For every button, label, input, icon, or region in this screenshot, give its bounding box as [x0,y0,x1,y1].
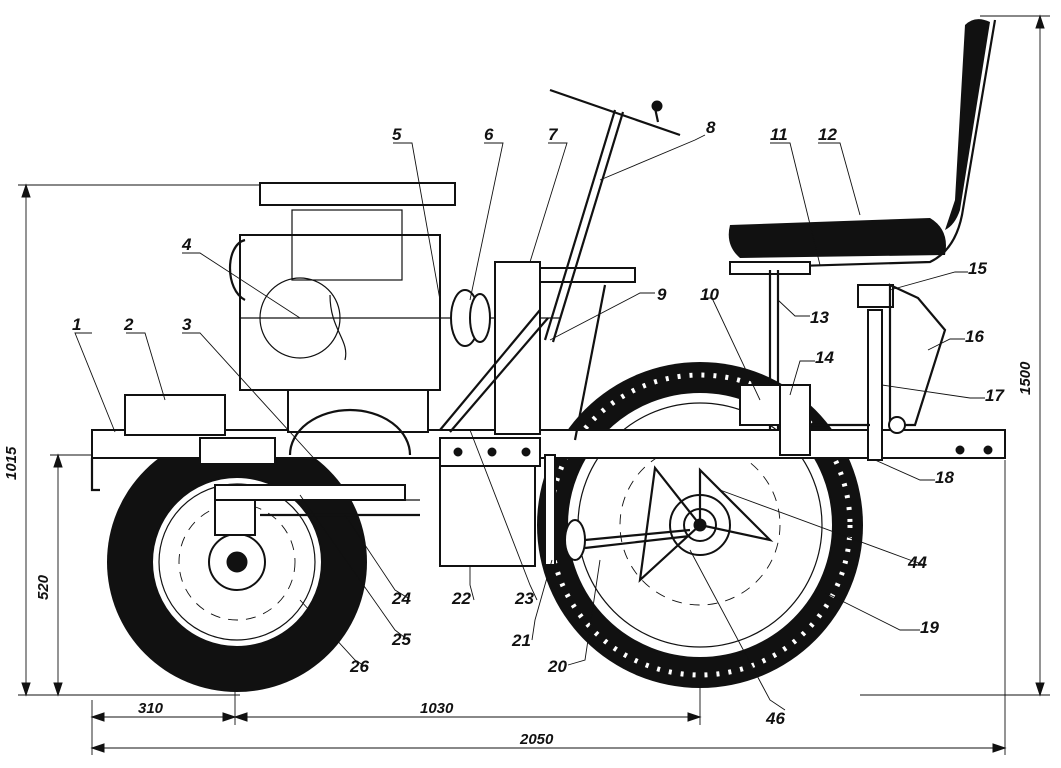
steering-column [543,88,681,441]
chain-drive [544,454,691,566]
engine [228,182,560,456]
callout-21: 21 [511,631,531,650]
callout-17: 17 [985,386,1005,405]
callout-11: 11 [770,125,788,144]
callout-15: 15 [968,259,987,278]
callout-7: 7 [548,125,559,144]
callout-8: 8 [706,118,716,137]
callout-1: 1 [72,315,81,334]
front-wheel [107,432,367,692]
callout-12: 12 [818,125,837,144]
dimension-labels: 1500 1015 520 310 1030 2050 [3,361,1034,748]
callout-22: 22 [451,589,471,608]
callout-44: 44 [907,553,927,572]
callout-23: 23 [514,589,534,608]
battery [124,394,226,436]
callout-16: 16 [965,327,984,346]
frame [90,429,1006,492]
dim-axle-height: 520 [35,574,52,600]
dimension-lines [18,14,1050,755]
callout-25: 25 [391,630,411,649]
callout-19: 19 [920,618,939,637]
transmission [214,261,636,567]
callout-4: 4 [181,235,192,254]
callout-14: 14 [815,348,834,367]
callout-5: 5 [392,125,402,144]
callout-9: 9 [657,285,667,304]
callout-18: 18 [935,468,954,487]
dim-overall-length: 2050 [519,731,554,748]
callout-3: 3 [182,315,192,334]
callout-10: 10 [700,285,719,304]
callout-13: 13 [810,308,829,327]
dim-wheelbase: 1030 [420,700,454,717]
dim-front-overhang: 310 [138,700,164,717]
callout-26: 26 [349,657,369,676]
rear-hitch [739,283,947,461]
callout-2: 2 [123,315,134,334]
callout-46: 46 [765,709,785,728]
callout-20: 20 [547,657,567,676]
dim-frame-height: 1015 [3,446,20,480]
dim-overall-height: 1500 [1017,361,1034,395]
leader-lines [74,134,985,711]
callout-24: 24 [391,589,411,608]
seat [728,19,997,430]
callout-labels: 1 2 3 4 5 6 7 8 9 10 11 12 13 14 15 16 1… [72,118,1005,728]
callout-6: 6 [484,125,494,144]
